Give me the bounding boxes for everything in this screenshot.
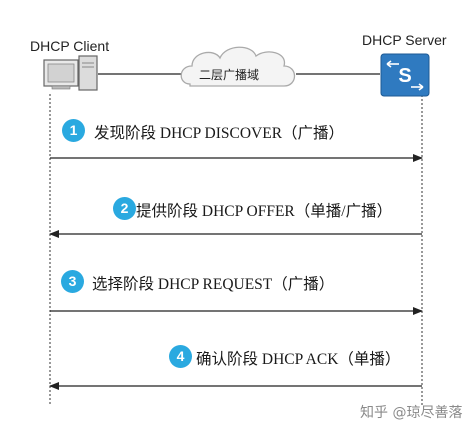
switch-icon-letter: S [398, 65, 411, 87]
step-label-request: 选择阶段 DHCP REQUEST（广播） [92, 276, 335, 293]
step-label-discover: 发现阶段 DHCP DISCOVER（广播） [94, 125, 345, 142]
computer-icon [43, 55, 98, 91]
step-number-badge: 3 [61, 270, 84, 293]
watermark: 知乎 @琼尽善落 [360, 405, 463, 421]
step-number-badge: 4 [169, 345, 192, 368]
step-label-offer: 提供阶段 DHCP OFFER（单播/广播） [136, 203, 393, 220]
cloud-icon [180, 46, 296, 87]
server-label: DHCP Server [362, 32, 447, 48]
step-number-badge: 2 [113, 197, 136, 220]
network-label: 二层广播域 [199, 68, 260, 82]
switch-icon: S [380, 53, 430, 97]
step-number-badge: 1 [62, 119, 85, 142]
step-label-ack: 确认阶段 DHCP ACK（单播） [196, 351, 401, 368]
client-label: DHCP Client [30, 38, 110, 54]
